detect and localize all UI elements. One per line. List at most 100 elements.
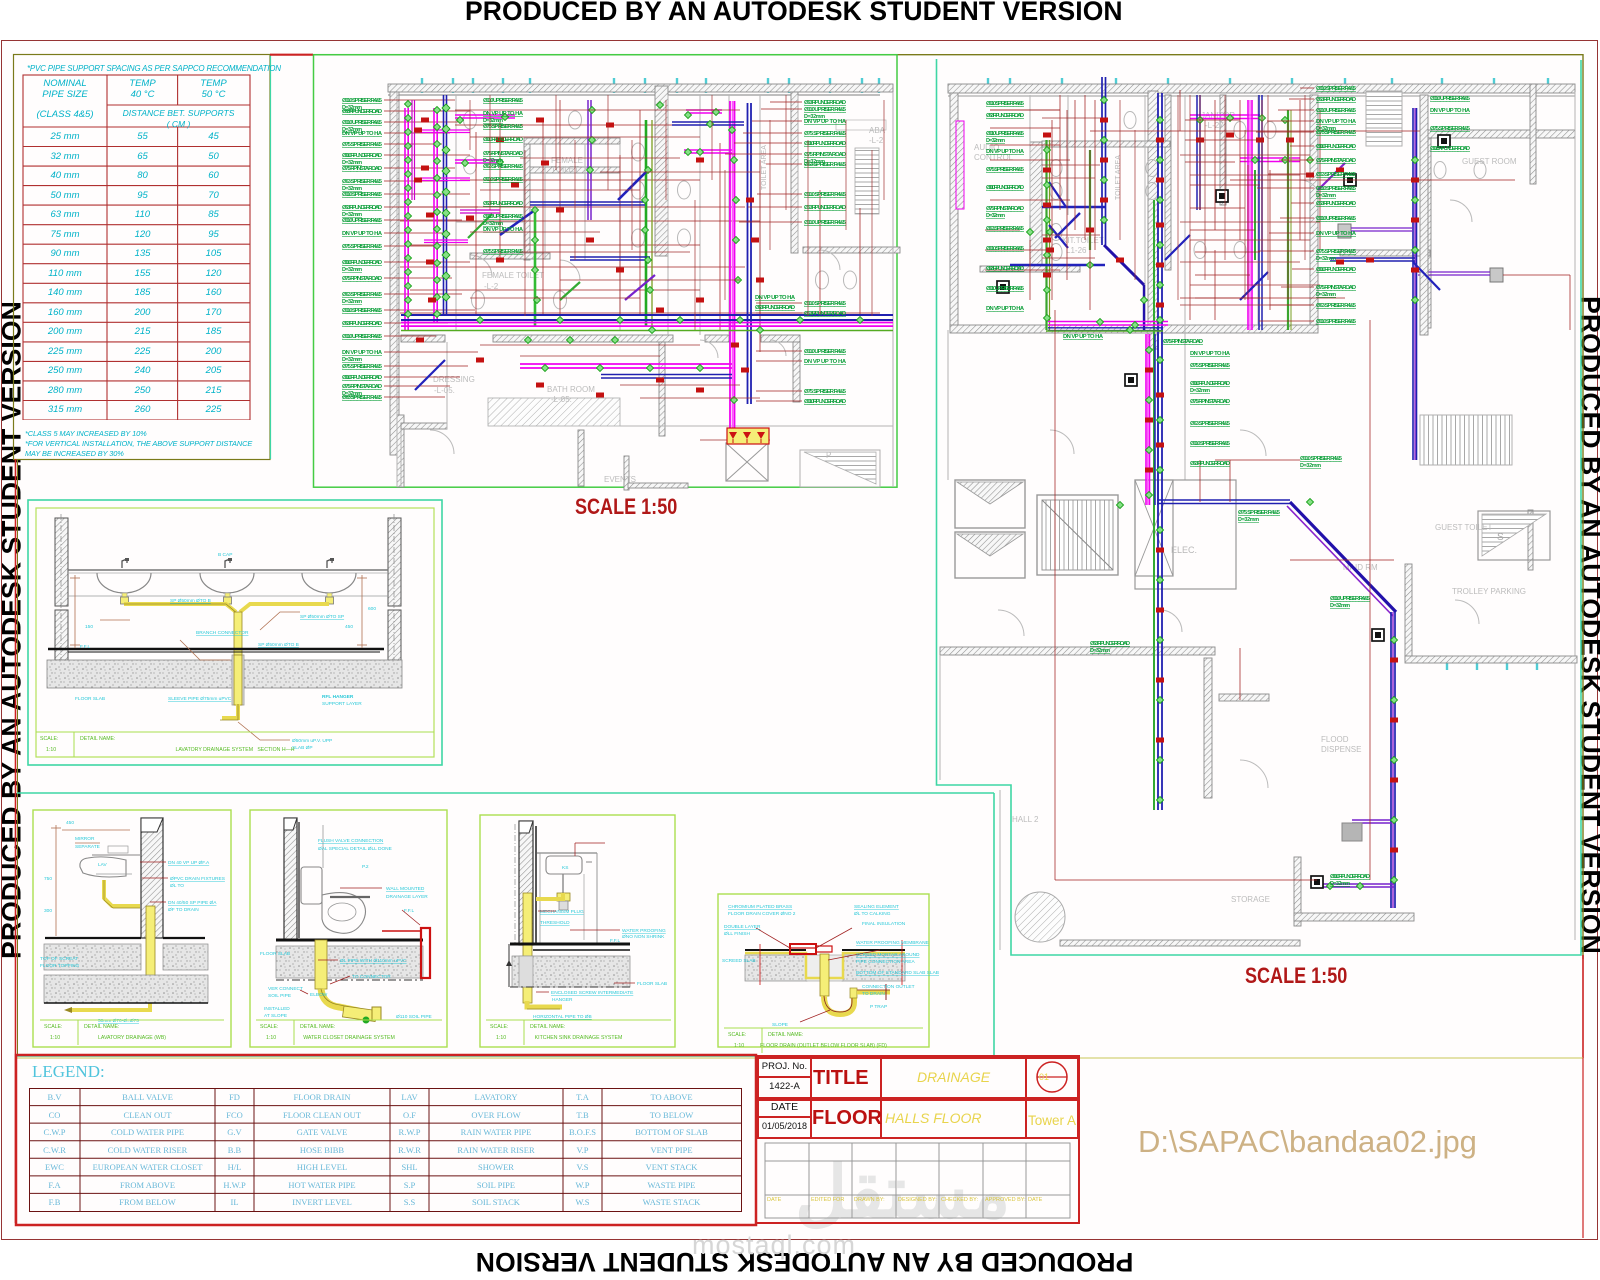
svg-text:Ø110 RP UNDER ROAD: Ø110 RP UNDER ROAD (1316, 144, 1356, 150)
svg-text:DN VP UP TO HA: DN VP UP TO HA (342, 131, 383, 137)
svg-text:DN 40/50 SP PIPE ØA: DN 40/50 SP PIPE ØA (168, 900, 217, 906)
svg-text:THRESHOLD: THRESHOLD (540, 920, 570, 926)
svg-text:DN VP UP TO HA: DN VP UP TO HA (1190, 351, 1231, 357)
svg-text:SP Ø50mm ØTO SP: SP Ø50mm ØTO SP (300, 614, 344, 620)
svg-text:ABA: ABA (869, 126, 886, 135)
svg-text:DN VP UP TO HA: DN VP UP TO HA (986, 306, 1025, 312)
svg-text:CONNECTION OUTLET: CONNECTION OUTLET (862, 984, 915, 990)
svg-text:SOIL PIPE: SOIL PIPE (268, 993, 291, 999)
svg-text:SCALE:: SCALE: (490, 1024, 508, 1030)
svg-text:Ø110 SP RISER R4&5: Ø110 SP RISER R4&5 (342, 308, 383, 314)
svg-text:ØL PIPE WITH Ø110mm uPVC: ØL PIPE WITH Ø110mm uPVC (340, 958, 407, 964)
svg-text:SLOPE: SLOPE (772, 1022, 788, 1028)
svg-text:1:10: 1:10 (496, 1035, 506, 1041)
svg-text:FLOOR TOPPING: FLOOR TOPPING (40, 963, 80, 969)
svg-text:Ø110 SP RISER R4&5: Ø110 SP RISER R4&5 (804, 192, 847, 198)
svg-text:Ø110 SP RISER R4&5: Ø110 SP RISER R4&5 (804, 301, 847, 307)
svg-text:BATH ROOM: BATH ROOM (547, 385, 595, 394)
svg-text:D=32mm: D=32mm (804, 114, 825, 120)
svg-text:Ø75 RP INSTA ROAD: Ø75 RP INSTA ROAD (342, 276, 382, 282)
svg-text:Ø75 SP RISER R4&5: Ø75 SP RISER R4&5 (804, 131, 847, 137)
svg-text:1:10: 1:10 (50, 1035, 60, 1041)
svg-text:DN VP UP TO HA: DN VP UP TO HA (755, 295, 796, 301)
svg-text:KS: KS (562, 865, 568, 871)
svg-text:Ø75 SP RISER R4&5: Ø75 SP RISER R4&5 (1316, 130, 1357, 136)
svg-text:Ø110 RP UNDER ROAD: Ø110 RP UNDER ROAD (342, 375, 382, 381)
svg-text:DN VP UP TO HA: DN VP UP TO HA (342, 350, 383, 356)
svg-text:Ø75 RP INSTA ROAD: Ø75 RP INSTA ROAD (1163, 339, 1203, 345)
svg-text:Ø110 RP UNDER ROAD: Ø110 RP UNDER ROAD (804, 399, 846, 405)
svg-text:F.F.L: F.F.L (404, 908, 414, 914)
svg-text:DN VP UP TO HA: DN VP UP TO HA (804, 359, 847, 365)
svg-text:Ø75 SP RISER R4&5: Ø75 SP RISER R4&5 (1238, 510, 1281, 516)
svg-text:Ø63 SP RISER R4&5: Ø63 SP RISER R4&5 (1316, 303, 1357, 309)
svg-text:D=32mm: D=32mm (483, 221, 503, 227)
svg-text:Ø110 SP RISER R4&5: Ø110 SP RISER R4&5 (342, 192, 383, 198)
svg-text:D=32mm: D=32mm (1330, 881, 1350, 887)
svg-text:TO DRAIN: TO DRAIN (862, 991, 885, 997)
svg-text:AUDIO: AUDIO (974, 143, 999, 152)
svg-text:Ø63 SP RISER R4&5: Ø63 SP RISER R4&5 (342, 292, 383, 298)
svg-text:750: 750 (44, 876, 52, 882)
svg-text:DN VP UP TO HA: DN VP UP TO HA (1316, 231, 1357, 237)
svg-text:FLOOD: FLOOD (1321, 735, 1349, 744)
svg-text:SUPPORT LAYER: SUPPORT LAYER (322, 701, 362, 707)
svg-text:WATER CLOSET DRAINAGE SYSTEM: WATER CLOSET DRAINAGE SYSTEM (303, 1035, 395, 1041)
svg-text:Ø110 UP RISER R4&5: Ø110 UP RISER R4&5 (986, 286, 1025, 292)
svg-text:Ø63 RP UNDER ROAD: Ø63 RP UNDER ROAD (342, 321, 382, 327)
svg-text:Ø75 SP RISER R4&5: Ø75 SP RISER R4&5 (483, 124, 524, 130)
svg-text:Ø75 SP RISER R4&5: Ø75 SP RISER R4&5 (342, 244, 383, 250)
svg-text:SCALE:: SCALE: (728, 1032, 746, 1038)
svg-text:DN VP UP TO HA: DN VP UP TO HA (342, 231, 383, 237)
svg-text:TOP OF SCREAT: TOP OF SCREAT (40, 956, 78, 962)
svg-text:CHROMIUM PLATED BRASS: CHROMIUM PLATED BRASS (728, 904, 792, 910)
svg-text:ØNO NON SHRINK: ØNO NON SHRINK (622, 934, 665, 940)
svg-text:DN VP UP TO HA: DN VP UP TO HA (1430, 108, 1471, 114)
svg-text:Ø110 UP RISER R4&5: Ø110 UP RISER R4&5 (342, 218, 383, 224)
svg-text:50mm Ø70-Ø=Ø75: 50mm Ø70-Ø=Ø75 (98, 1018, 139, 1024)
svg-text:Ø110 UP RISER R4&5: Ø110 UP RISER R4&5 (1430, 96, 1471, 102)
svg-text:DETAIL NAME:: DETAIL NAME: (768, 1032, 803, 1038)
svg-text:D=32mm: D=32mm (1330, 603, 1350, 609)
svg-text:D=32mm: D=32mm (483, 118, 503, 124)
svg-text:D=32mm: D=32mm (342, 357, 362, 363)
svg-text:TO CONNECTOR: TO CONNECTOR (352, 974, 391, 980)
svg-text:ENCLOSED SCREW INTERMEDIATE: ENCLOSED SCREW INTERMEDIATE (551, 990, 633, 996)
svg-text:450: 450 (66, 820, 74, 826)
svg-text:Ø63 SP RISER R4&5: Ø63 SP RISER R4&5 (1316, 172, 1357, 178)
svg-text:D=32mm: D=32mm (342, 212, 362, 218)
svg-text:KIT.TOILET: KIT.TOILET (1062, 236, 1104, 245)
svg-text:CONTROL: CONTROL (974, 153, 1014, 162)
svg-text:ØLL FINISH: ØLL FINISH (724, 931, 750, 937)
svg-text:D=32mm: D=32mm (342, 105, 362, 111)
svg-text:DN VP UP TO HA: DN VP UP TO HA (804, 119, 847, 125)
svg-text:FLOOR SLAB: FLOOR SLAB (260, 951, 290, 957)
svg-text:TOILET: TOILET (551, 165, 579, 174)
svg-text:Ø63 RP UNDER ROAD: Ø63 RP UNDER ROAD (1190, 461, 1230, 467)
svg-text:Ø110 UP RISER R4&5: Ø110 UP RISER R4&5 (804, 349, 847, 355)
svg-text:ELBOW: ELBOW (310, 992, 328, 998)
svg-text:SCALE:: SCALE: (44, 1024, 62, 1030)
svg-text:TROLLEY PARKING: TROLLEY PARKING (1452, 587, 1526, 596)
svg-text:HORIZONTAL PIPE TO ØB: HORIZONTAL PIPE TO ØB (533, 1014, 592, 1020)
svg-text:Ø110 SP RISER R4&5: Ø110 SP RISER R4&5 (342, 98, 383, 104)
svg-text:SLEEVE PIPE Ø75mm uPVC: SLEEVE PIPE Ø75mm uPVC (168, 696, 232, 702)
svg-text:SLAB ØP: SLAB ØP (292, 745, 313, 751)
svg-text:SCALE:: SCALE: (40, 736, 58, 742)
svg-text:600: 600 (368, 606, 376, 612)
svg-text:FEMALE: FEMALE (551, 156, 583, 165)
svg-text:TOILET AREA: TOILET AREA (1115, 155, 1122, 200)
svg-text:F.F.L: F.F.L (610, 938, 620, 944)
svg-text:Ø75 RP INSTA ROAD: Ø75 RP INSTA ROAD (1316, 285, 1356, 291)
svg-text:TOILET AREA: TOILET AREA (761, 145, 768, 190)
svg-text:PIPE CONNECTION AREA: PIPE CONNECTION AREA (856, 959, 915, 965)
svg-text:Ø110 SP RISER R4&5: Ø110 SP RISER R4&5 (483, 177, 524, 183)
svg-text:INSTALLED: INSTALLED (264, 1006, 290, 1012)
svg-text:D=32mm: D=32mm (986, 138, 1005, 144)
svg-text:Ø110 RP UNDER ROAD: Ø110 RP UNDER ROAD (804, 141, 846, 147)
svg-text:Ø110 UP RISER R4&5: Ø110 UP RISER R4&5 (986, 131, 1025, 137)
svg-text:DN VP UP TO HA: DN VP UP TO HA (1063, 334, 1104, 340)
svg-text:DETAIL NAME:: DETAIL NAME: (300, 1024, 335, 1030)
svg-text:D=32mm: D=32mm (804, 159, 825, 165)
svg-text:Ø75 RP INSTA ROAD: Ø75 RP INSTA ROAD (986, 206, 1024, 212)
